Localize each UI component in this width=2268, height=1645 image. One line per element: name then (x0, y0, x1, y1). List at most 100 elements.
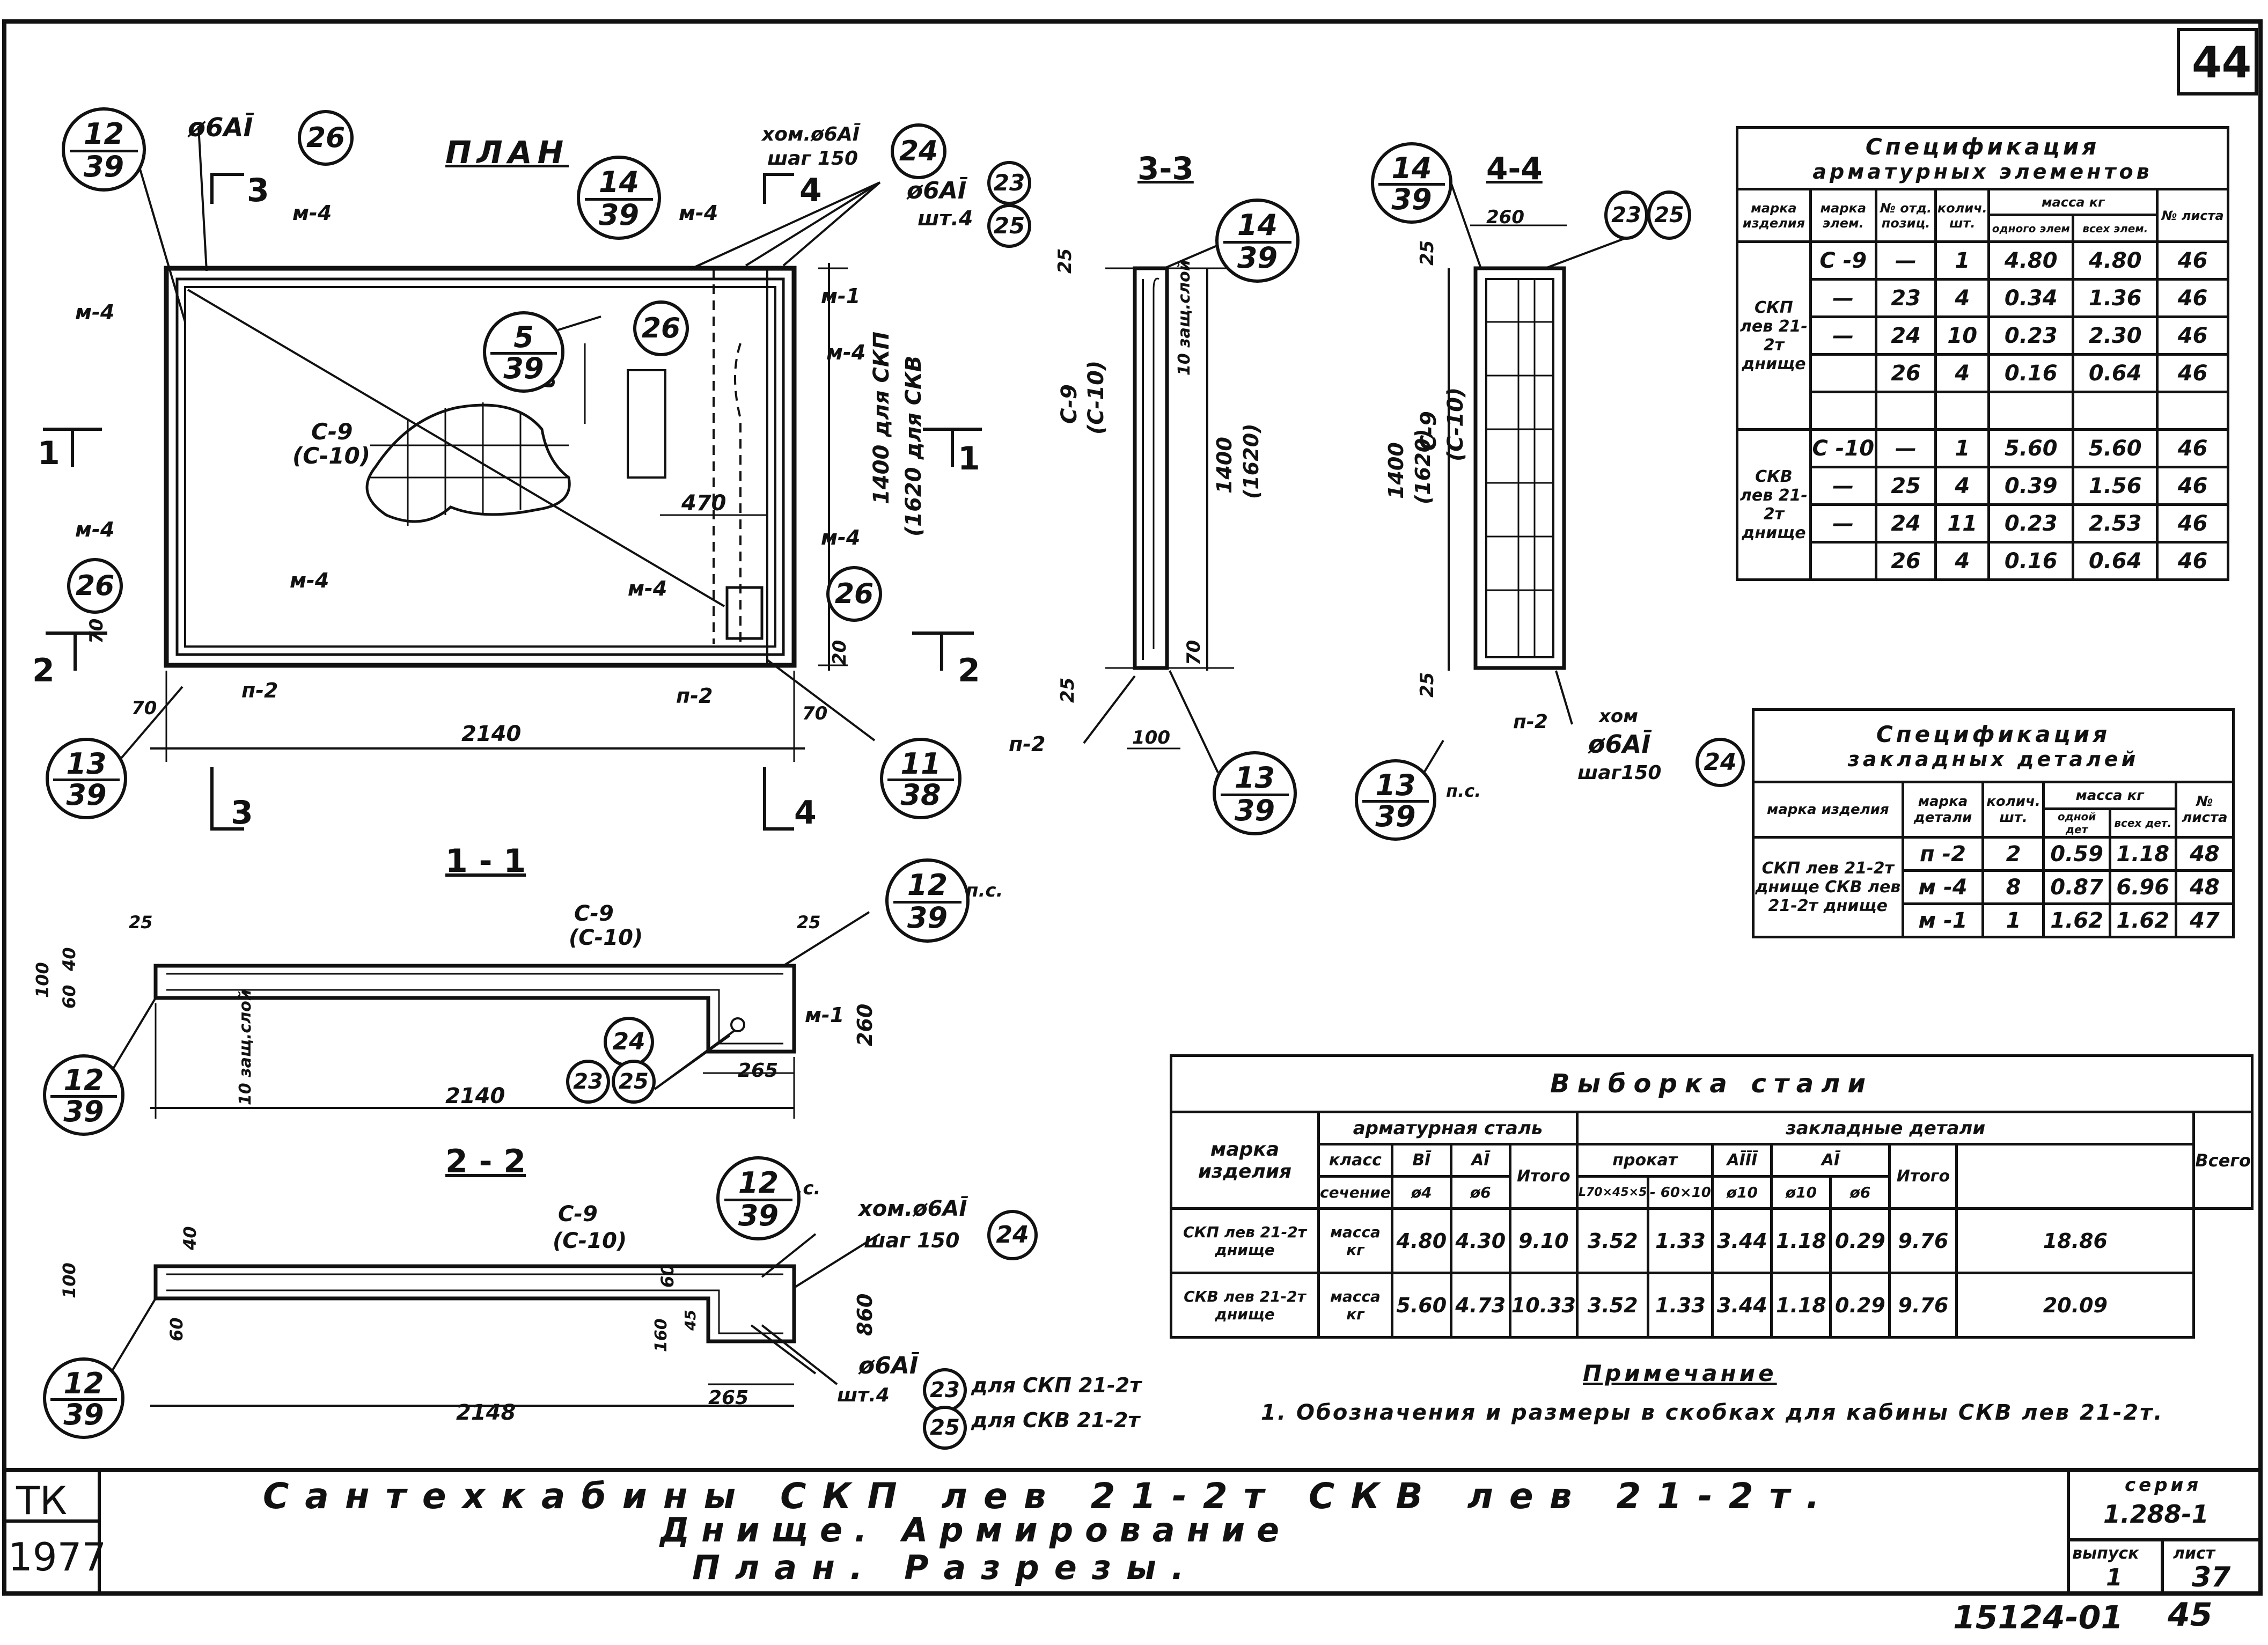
section11-mesh-alt: (С-10) (569, 926, 643, 950)
section11-dim-260: 260 (853, 1003, 877, 1046)
spec1-cell: 10 (1934, 315, 1991, 356)
plan-dim-height: 1400 для СКП (869, 332, 894, 504)
section44-ps: п.с. (1446, 781, 1481, 801)
spec1-cell: 46 (2156, 428, 2229, 468)
spec1-cell: 0.16 (1987, 353, 2075, 393)
spec2-h-detail: марка детали (1901, 781, 1985, 839)
stamp-year: 1977 (8, 1534, 107, 1580)
position-24-badge-s11: 24 (604, 1017, 654, 1067)
spec2-cell: 1.18 (2108, 836, 2177, 872)
plan-rebar-right: ø6AĪ (907, 177, 967, 204)
spec1-cell: 46 (2156, 541, 2229, 581)
spec2-cell: п -2 (1901, 836, 1985, 872)
section11-mesh: С-9 (574, 901, 614, 926)
section11-dim-25a: 25 (129, 912, 153, 932)
spec1-cell: 24 (1874, 503, 1937, 544)
spec1-cell: С -10 (1809, 428, 1877, 468)
spec2-cell: 2 (1981, 836, 2045, 872)
section33-mesh-alt: (С-10) (1084, 360, 1109, 435)
plan-rebar-top: ø6AĪ (188, 113, 253, 143)
plan-stirrup-label: хом.ø6AĪ (762, 123, 860, 145)
spec2-h-sheet: № листа (2174, 781, 2235, 839)
steel-row-value: 4.80 (1390, 1207, 1452, 1274)
spec1-cell: 46 (2156, 278, 2229, 318)
section44-stirrup-bar: ø6AĪ (1588, 730, 1651, 759)
spec2-cell: 48 (2174, 836, 2235, 872)
spec1-cell: 1 (1934, 240, 1991, 281)
spec1-cell: 46 (2156, 466, 2229, 506)
spec1-cell: 0.23 (1987, 503, 2075, 544)
position-25-badge-s44: 25 (1647, 190, 1691, 240)
steel-row-value: 1.33 (1647, 1272, 1714, 1339)
section33-dim-25a: 25 (1054, 248, 1076, 274)
spec1-cell (1874, 391, 1937, 431)
plan-m4-label-1: м-4 (292, 201, 332, 225)
spec2-cell: 48 (2174, 869, 2235, 905)
section33-dim-100: 100 (1132, 727, 1170, 748)
section11-dim-40: 40 (59, 947, 79, 971)
plan-dim-70c: 70 (86, 618, 107, 644)
steel-h-rolled: прокат (1575, 1143, 1714, 1178)
section22-for23: для СКП 21-2т (971, 1374, 1142, 1397)
stamp-issue: 1 (2106, 1564, 2123, 1591)
position-26-badge-2: 26 (633, 300, 689, 356)
section22-for25: для СКВ 21-2т (971, 1408, 1140, 1432)
spec2-title: Спецификация (1876, 721, 2111, 747)
spec1-cell: 5.60 (1987, 428, 2075, 468)
position-26-badge: 26 (298, 110, 354, 166)
steel-h-d6b: ø6 (1829, 1175, 1891, 1210)
section33-dim-1400: 1400 (1213, 437, 1236, 494)
steel-row-value: 4.73 (1449, 1272, 1511, 1339)
spec2-h-qty: колич. шт. (1981, 781, 2045, 839)
spec1-cell: 2.53 (2072, 503, 2159, 544)
steel-table: Выборка стали марка изделия арматурная с… (1170, 1054, 2254, 1339)
steel-row-value: 5.60 (1390, 1272, 1452, 1339)
stamp-series: 1.288-1 (2103, 1500, 2209, 1529)
section11-dim-60: 60 (59, 985, 79, 1009)
section44-title: 4-4 (1486, 150, 1543, 187)
section22-dim-100: 100 (59, 1262, 79, 1298)
steel-row-value: 18.86 (1955, 1207, 2196, 1274)
position-26-badge-4: 26 (826, 566, 882, 622)
plan-m1-label: м-1 (821, 284, 861, 308)
spec1-cell: 4 (1934, 353, 1991, 393)
steel-row-value: 4.30 (1449, 1207, 1511, 1274)
steel-row-value: 20.09 (1955, 1272, 2196, 1339)
steel-h-d10a: ø10 (1711, 1175, 1773, 1210)
spec1-cell: 0.64 (2072, 541, 2159, 581)
steel-h-l70: L70×45×5 (1575, 1175, 1650, 1210)
spec1-cell: С -9 (1809, 240, 1877, 281)
steel-row-value: 3.52 (1575, 1272, 1650, 1339)
position-24-badge-s22: 24 (987, 1210, 1038, 1260)
steel-h-rebar: арматурная сталь (1317, 1111, 1579, 1145)
section44-dim-25b: 25 (1416, 672, 1438, 697)
plan-m4-label-7: м-4 (821, 526, 861, 549)
stamp-title-line2: Днище. Армирование (660, 1510, 1291, 1549)
spec1-cell: 1.56 (2072, 466, 2159, 506)
steel-row-value: 3.52 (1575, 1207, 1650, 1274)
plan-dim-20: 20 (829, 640, 850, 665)
steel-row-value: 3.44 (1711, 1272, 1773, 1339)
position-25-badge-s22: 25 (923, 1406, 967, 1450)
position-23-badge-s11: 23 (566, 1060, 610, 1104)
steel-row-value: 1.33 (1647, 1207, 1714, 1274)
stamp-org: ТК (16, 1478, 68, 1523)
section11-dim-25b: 25 (797, 912, 821, 932)
steel-h-aiii: АĪĪĪ (1711, 1143, 1773, 1178)
plan-cut4-bottom: 4 (794, 794, 817, 832)
spec1-cell (1809, 541, 1877, 581)
steel-row-value: 1.18 (1770, 1272, 1832, 1339)
spec1-cell: 0.23 (1987, 315, 2075, 356)
plan-dim-70b: 70 (802, 703, 828, 724)
spec2-cell: 47 (2174, 902, 2235, 938)
steel-row-value: 1.18 (1770, 1207, 1832, 1274)
steel-h-section: сечение (1317, 1175, 1393, 1210)
